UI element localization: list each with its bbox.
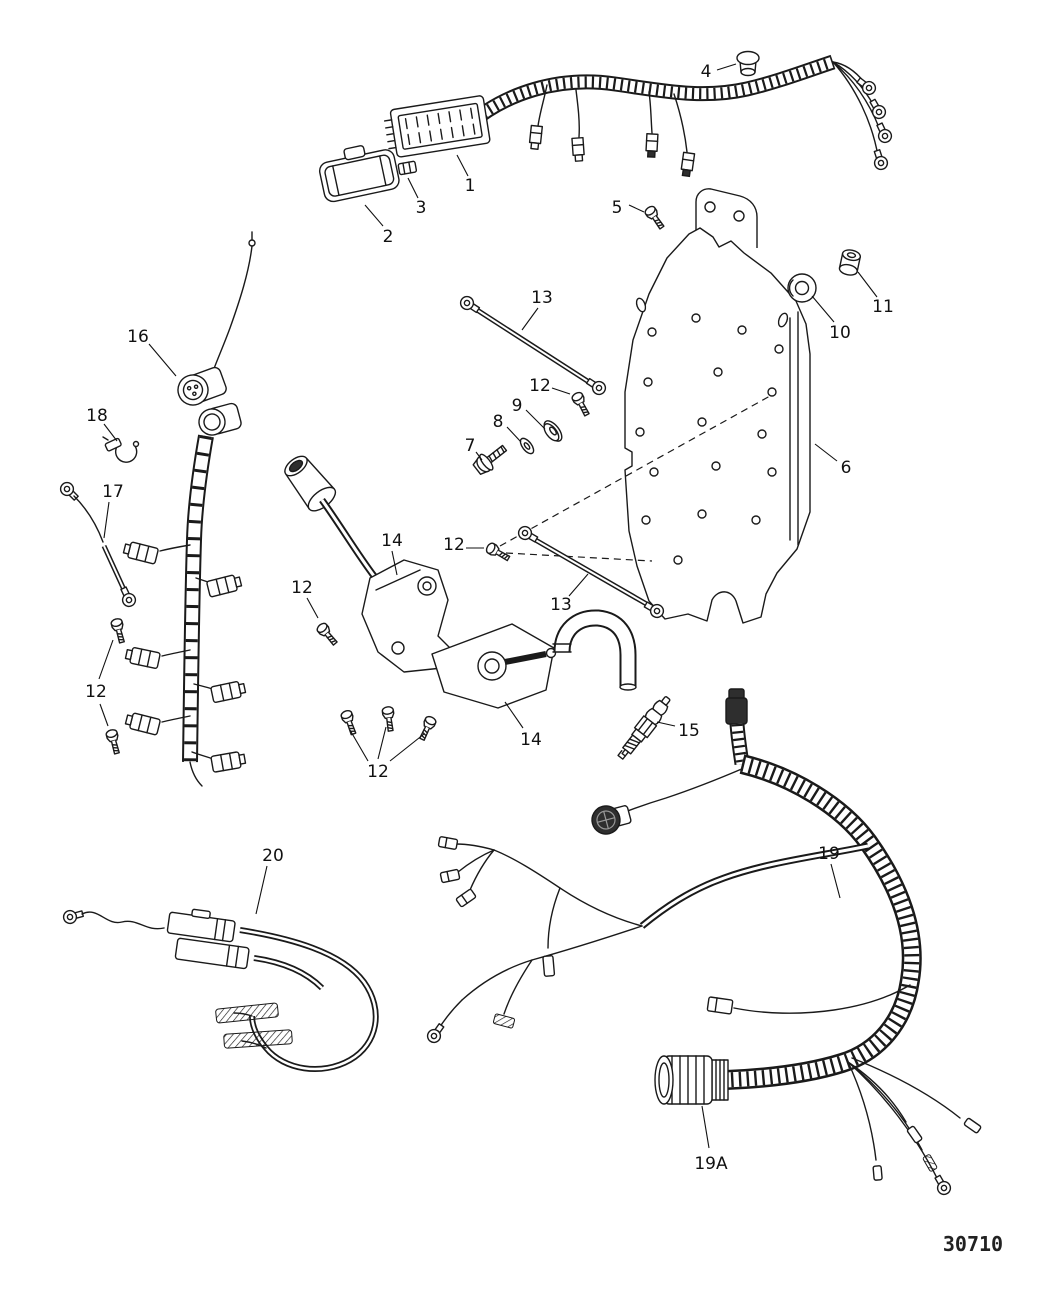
part-12-screw: [339, 708, 360, 737]
part-5-screw: [642, 203, 668, 232]
callout-label-6: 6: [841, 458, 852, 478]
leader-line: [306, 597, 319, 619]
callout-label-8: 8: [493, 412, 504, 432]
leader-line: [628, 204, 645, 213]
leader-line: [98, 639, 114, 680]
callout-label-10: 10: [829, 323, 851, 343]
leader-line: [103, 501, 110, 539]
leader-line: [525, 409, 546, 430]
callout-label-19: 19: [818, 844, 840, 864]
callout-label-20: 20: [262, 846, 284, 866]
callout-label-12: 12: [443, 535, 465, 555]
leader-line: [857, 271, 878, 298]
callout-label-2: 2: [383, 227, 394, 247]
callout-label-3: 3: [416, 198, 427, 218]
part-13-ground-strap-upper: [457, 293, 609, 398]
leader-line: [391, 550, 398, 576]
leader-line: [255, 865, 268, 915]
part-19-engine-harness-main: [424, 688, 982, 1198]
leader-line: [389, 733, 425, 762]
callout-label-15: 15: [678, 721, 700, 741]
spark-plug-boot: [552, 609, 637, 691]
leader-line: [701, 1105, 710, 1149]
part-12-screw: [570, 390, 593, 419]
callout-labels: 4132516131298711106181714121213121412152…: [85, 62, 894, 1174]
callout-leader-lines: [98, 63, 878, 1149]
callout-label-4: 4: [701, 62, 712, 82]
part-9-washer: [543, 420, 563, 442]
leader-line: [364, 204, 384, 227]
part-20-harness-assembly: [61, 906, 379, 1073]
leader-line: [407, 177, 419, 199]
part-12-screw: [104, 727, 123, 756]
part-12-screw: [314, 620, 341, 648]
callout-label-13: 13: [531, 288, 553, 308]
leader-line: [99, 703, 109, 727]
callout-label-12: 12: [291, 578, 313, 598]
part-8-washer: [519, 437, 535, 455]
leader-line: [656, 721, 676, 727]
callout-label-12: 12: [85, 682, 107, 702]
callout-label-14: 14: [520, 730, 542, 750]
part-3-retainer-clip: [397, 160, 418, 176]
callout-label-19A: 19A: [694, 1154, 728, 1174]
callout-label-17: 17: [102, 482, 124, 502]
leader-line: [716, 63, 737, 71]
leader-line: [456, 154, 469, 177]
part-17-ground-wire: [57, 479, 139, 610]
callout-label-5: 5: [612, 198, 623, 218]
ring-terminal: [854, 74, 879, 98]
leader-line: [148, 343, 177, 377]
leader-line: [349, 729, 369, 762]
callout-label-13: 13: [550, 595, 572, 615]
leader-line: [830, 863, 841, 899]
part-7-bolt: [472, 444, 508, 475]
part-16-injector-harness: [121, 231, 256, 787]
callout-label-16: 16: [127, 327, 149, 347]
round-connector: [591, 805, 632, 835]
ring-terminal: [870, 147, 890, 172]
leader-line: [811, 295, 835, 323]
harness-connector-body: [383, 95, 491, 158]
callout-label-12: 12: [529, 376, 551, 396]
part-13-ground-strap-lower: [515, 523, 667, 621]
part-15-spark-plug: [617, 696, 671, 760]
ring-terminal: [873, 120, 895, 146]
part-1-engine-harness: [383, 54, 895, 178]
callout-label-9: 9: [512, 396, 523, 416]
callout-label-11: 11: [872, 297, 894, 317]
leader-line: [551, 387, 571, 395]
callout-label-12: 12: [367, 762, 389, 782]
part-4-grommet-cap: [736, 50, 760, 77]
drawing-number: 30710: [943, 1232, 1003, 1256]
part-2-connector-cover: [318, 145, 400, 203]
leader-line: [521, 307, 539, 331]
callout-label-14: 14: [381, 531, 403, 551]
part-10-grommet: [787, 273, 817, 303]
leader-line: [475, 451, 483, 461]
stacked-connectors: [166, 908, 236, 943]
leader-line: [103, 423, 118, 442]
leader-line: [568, 573, 589, 597]
callout-label-18: 18: [86, 406, 108, 426]
leader-line: [377, 726, 387, 760]
part-6-mounting-plate: [499, 188, 811, 624]
part-19a-connector: [654, 1055, 729, 1105]
leader-line: [814, 443, 838, 462]
part-18-clamp: [102, 436, 140, 463]
callout-label-7: 7: [465, 436, 476, 456]
part-12-screw: [381, 705, 397, 733]
leader-line: [506, 426, 522, 443]
leader-line: [504, 701, 524, 729]
part-14-shift-actuator: [284, 455, 557, 709]
callout-label-1: 1: [465, 176, 476, 196]
part-11-bushing: [838, 249, 862, 276]
part-12-screw: [109, 616, 128, 645]
